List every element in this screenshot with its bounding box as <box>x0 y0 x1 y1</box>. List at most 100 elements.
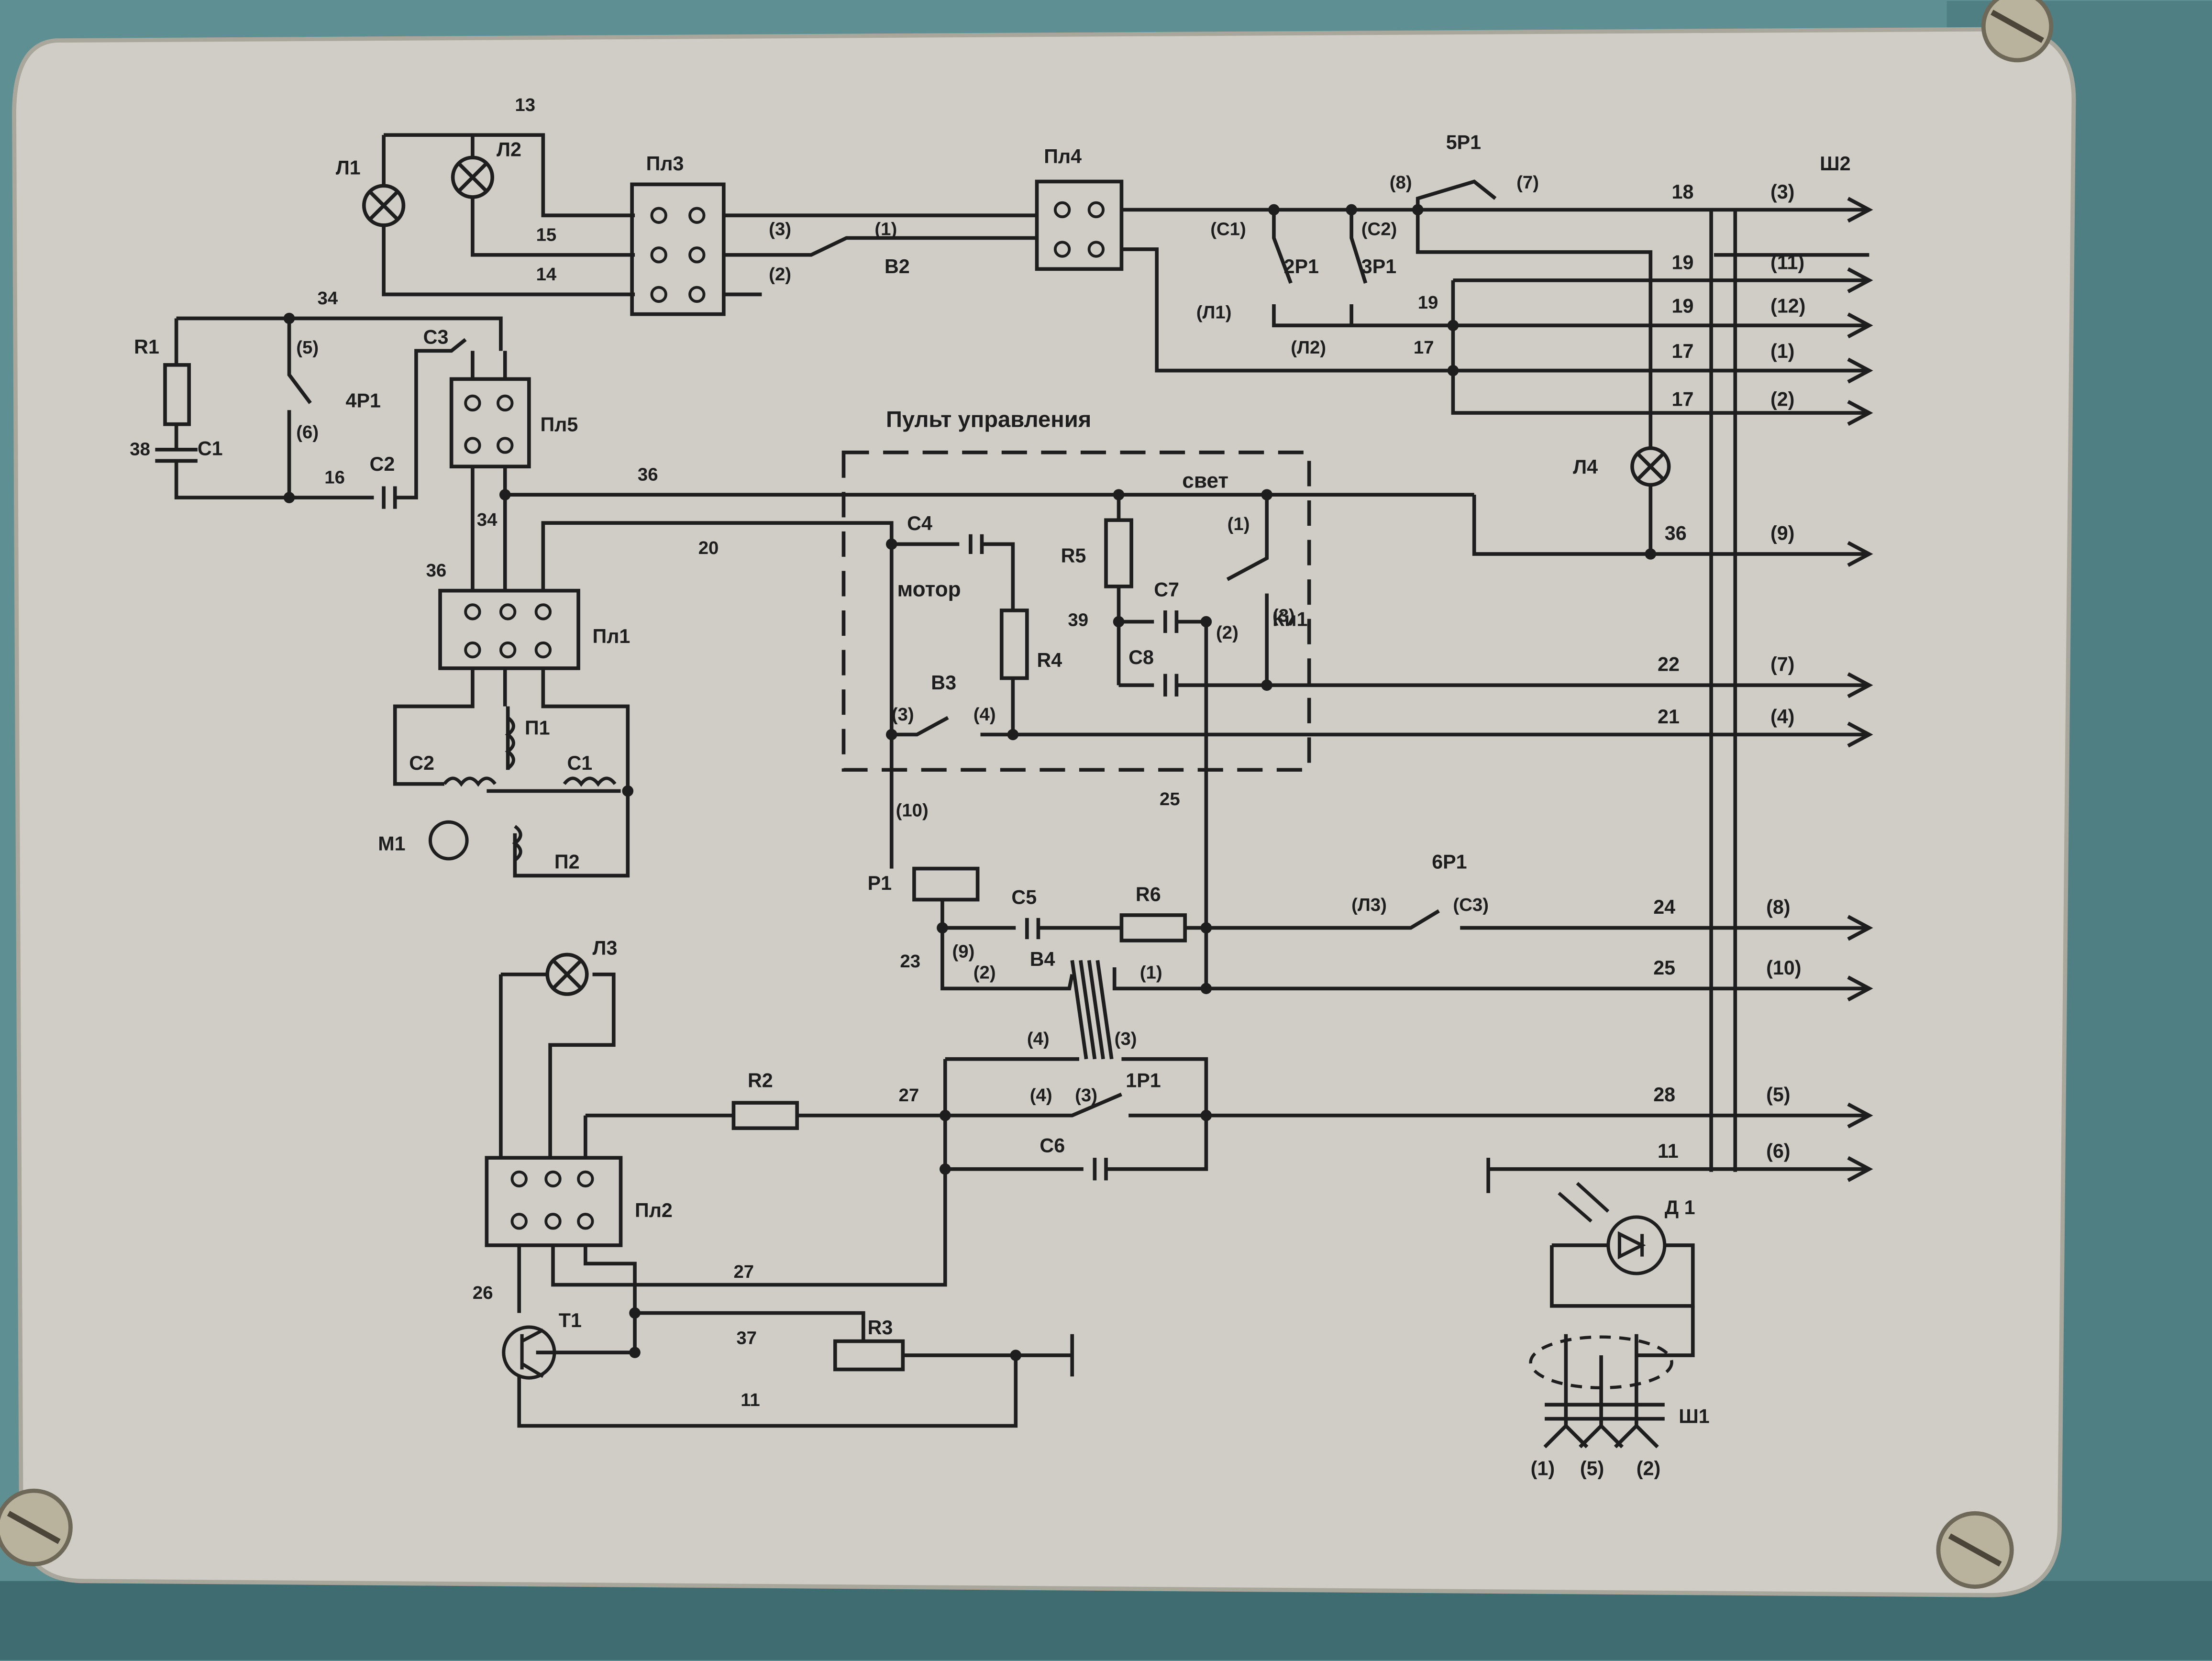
label-pl2: Пл2 <box>635 1199 673 1221</box>
terminal-wire: 28 <box>1653 1084 1675 1106</box>
metal-plate <box>12 27 2076 1597</box>
wire-11: 11 <box>741 1390 760 1410</box>
wire-p3: (3) <box>769 219 791 240</box>
label-sh2: Ш2 <box>1820 153 1850 175</box>
wire-27b: 27 <box>733 1262 754 1282</box>
photodiode-icon <box>1558 1182 1667 1275</box>
terminal-wire: 25 <box>1653 957 1675 979</box>
terminal-wire: 24 <box>1653 896 1675 918</box>
wire-p1: (1) <box>874 219 897 240</box>
label-ki1: Ки1 <box>1272 608 1308 630</box>
label-c7: С7 <box>1154 578 1179 600</box>
label-t1: Т1 <box>559 1309 582 1331</box>
wire-25: 25 <box>1160 789 1180 809</box>
label-c5: С5 <box>1011 886 1037 908</box>
wire-p2: (2) <box>769 264 791 285</box>
label-b3: В3 <box>931 672 956 694</box>
wire-c1: (С1) <box>1210 219 1246 240</box>
coil-icon <box>443 716 617 862</box>
wire-19b: 19 <box>1418 292 1438 313</box>
sh1-pin: (5) <box>1580 1458 1604 1480</box>
screw-icon <box>1936 1511 2014 1589</box>
label-r2: R2 <box>748 1070 773 1092</box>
terminal-pin: (9) <box>1770 522 1794 544</box>
wire-p9: (9) <box>952 941 975 962</box>
label-r4: R4 <box>1037 649 1062 671</box>
wire-36: 36 <box>638 465 658 485</box>
label-2p1: 2Р1 <box>1284 255 1319 277</box>
wire-39: 39 <box>1068 609 1088 630</box>
label-pl5: Пл5 <box>540 413 578 435</box>
wire-34b: 34 <box>477 509 498 530</box>
label-3p1: 3Р1 <box>1361 255 1396 277</box>
wire-20: 20 <box>698 538 719 558</box>
wire-23: 23 <box>900 951 920 972</box>
wire-p8: (8) <box>1390 172 1412 193</box>
label-c8: С8 <box>1128 646 1154 668</box>
wire-b3-p3: (3) <box>892 704 914 725</box>
junction-dots <box>283 204 1657 1361</box>
wire-l1: (Л1) <box>1196 302 1232 323</box>
label-r3: R3 <box>868 1317 893 1339</box>
terminal-pin: (5) <box>1766 1084 1790 1106</box>
label-sh1: Ш1 <box>1679 1406 1709 1428</box>
label-c4: С4 <box>907 512 932 534</box>
wire-37: 37 <box>736 1328 757 1348</box>
sh1-pin: (1) <box>1531 1458 1555 1480</box>
terminal-pin: (3) <box>1770 181 1794 203</box>
terminal-pin: (7) <box>1770 653 1794 675</box>
wire-l2: (Л2) <box>1291 337 1326 358</box>
shield-icon <box>1529 1335 1673 1390</box>
terminal-wire: 17 <box>1672 388 1694 410</box>
terminal-wire: 19 <box>1672 295 1694 317</box>
lamp-icon <box>362 155 1671 996</box>
label-r6: R6 <box>1136 883 1161 905</box>
terminal-pin: (11) <box>1770 251 1804 273</box>
label-c1-winding: С1 <box>567 752 592 774</box>
label-r1: R1 <box>134 336 159 358</box>
sh1-pin: (2) <box>1637 1458 1660 1480</box>
terminal-pin: (1) <box>1770 340 1794 362</box>
terminal-pin: (12) <box>1770 295 1805 317</box>
label-r5: R5 <box>1061 545 1086 567</box>
sh1-pins: (1) (5) (2) <box>1531 1458 1661 1480</box>
label-6p1: 6Р1 <box>1432 851 1467 873</box>
wire-1p1-p3: (3) <box>1115 1029 1137 1049</box>
terminal-wire: 17 <box>1672 340 1694 362</box>
wire-p7: (7) <box>1516 172 1539 193</box>
label-m1: М1 <box>378 832 405 854</box>
terminal-wire: 19 <box>1672 251 1694 273</box>
label-b4: В4 <box>1030 948 1055 970</box>
wire-ki1-p3: (3) <box>1272 606 1295 626</box>
wire-b4-p2: (2) <box>973 963 996 983</box>
wire-ki1-p2: (2) <box>1216 622 1239 643</box>
wire-14: 14 <box>536 264 557 285</box>
label-pl1: Пл1 <box>593 625 630 647</box>
label-l1: Л1 <box>336 157 361 179</box>
label-4p1: 4Р1 <box>345 389 380 411</box>
label-1p1: 1Р1 <box>1126 1070 1161 1092</box>
label-l2: Л2 <box>497 138 521 160</box>
label-c1: С1 <box>198 438 223 460</box>
wire-ki1-p1: (1) <box>1228 514 1250 534</box>
label-pl3: Пл3 <box>646 153 684 175</box>
label-d1: Д 1 <box>1665 1196 1695 1218</box>
label-p1-winding: П1 <box>525 717 550 739</box>
wire-36b: 36 <box>426 560 447 581</box>
wire-17b: 17 <box>1414 337 1434 358</box>
page-title: Пульт управления <box>886 407 1091 432</box>
schematic-lines <box>155 133 1873 1449</box>
label-5p1: 5Р1 <box>1446 132 1481 154</box>
terminal-pin: (4) <box>1770 706 1794 728</box>
wire-c3: (С3) <box>1453 895 1489 915</box>
wire-l3: (Л3) <box>1351 895 1387 915</box>
wire-26: 26 <box>473 1283 493 1303</box>
wire-1p1-p4: (4) <box>1027 1029 1050 1049</box>
wire-27: 27 <box>899 1085 919 1106</box>
wire-b4-p1: (1) <box>1140 963 1162 983</box>
terminal-pin: (10) <box>1766 957 1801 979</box>
wire-1p1-p3b: (3) <box>1075 1085 1097 1106</box>
wire-b3-p4: (4) <box>973 704 996 725</box>
label-c2-winding: С2 <box>409 752 434 774</box>
